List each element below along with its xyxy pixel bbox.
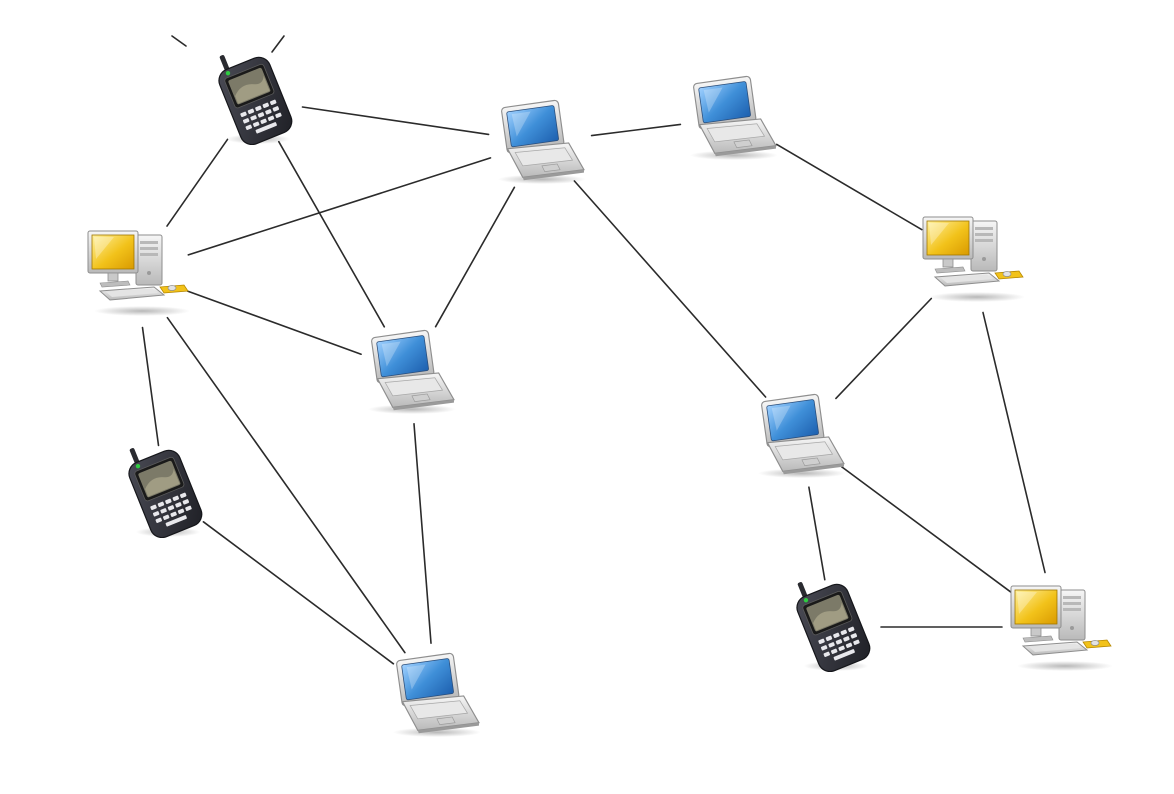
link-phone-top-left-to-desktop-left [166, 138, 229, 227]
link-laptop-top-center-to-laptop-center-right [573, 180, 767, 398]
devices [87, 55, 1114, 738]
offscreen-link-2 [271, 35, 285, 53]
link-laptop-top-center-to-laptop-top-right [590, 123, 682, 137]
link-desktop-left-to-laptop-top-center [187, 157, 492, 256]
offscreen-link-1 [171, 35, 187, 47]
laptop-icon-laptop-center-right [757, 393, 847, 479]
smartphone-icon-phone-bottom-right [792, 582, 874, 672]
link-phone-top-left-to-laptop-top-center [301, 106, 490, 136]
link-laptop-top-center-to-laptop-center-left [434, 186, 516, 328]
link-desktop-left-to-laptop-bottom [166, 316, 406, 654]
desktop-computer-icon-desktop-bottom-right [1010, 585, 1114, 672]
desktop-computer-icon-desktop-right [922, 216, 1026, 303]
link-desktop-left-to-phone-left [141, 326, 160, 447]
link-laptop-center-right-to-desktop-bottom-right [840, 466, 1014, 595]
laptop-icon-laptop-center-left [367, 329, 457, 415]
link-laptop-center-left-to-laptop-bottom [413, 422, 432, 645]
link-desktop-right-to-desktop-bottom-right [982, 311, 1046, 574]
laptop-icon-laptop-top-right [689, 75, 779, 161]
laptop-icon-laptop-bottom [392, 652, 482, 738]
link-laptop-center-right-to-phone-bottom-right [808, 486, 826, 581]
link-phone-left-to-laptop-bottom [202, 520, 395, 665]
smartphone-icon-phone-left [124, 448, 206, 538]
smartphone-icon-phone-top-left [214, 55, 296, 145]
connection-lines [141, 35, 1046, 665]
desktop-computer-icon-desktop-left [87, 230, 191, 317]
link-desktop-right-to-laptop-center-right [835, 297, 933, 400]
link-desktop-left-to-laptop-center-left [186, 290, 362, 356]
link-phone-top-left-to-laptop-center-left [277, 140, 386, 328]
laptop-icon-laptop-top-center [497, 99, 587, 185]
link-laptop-top-right-to-desktop-right [775, 143, 923, 231]
